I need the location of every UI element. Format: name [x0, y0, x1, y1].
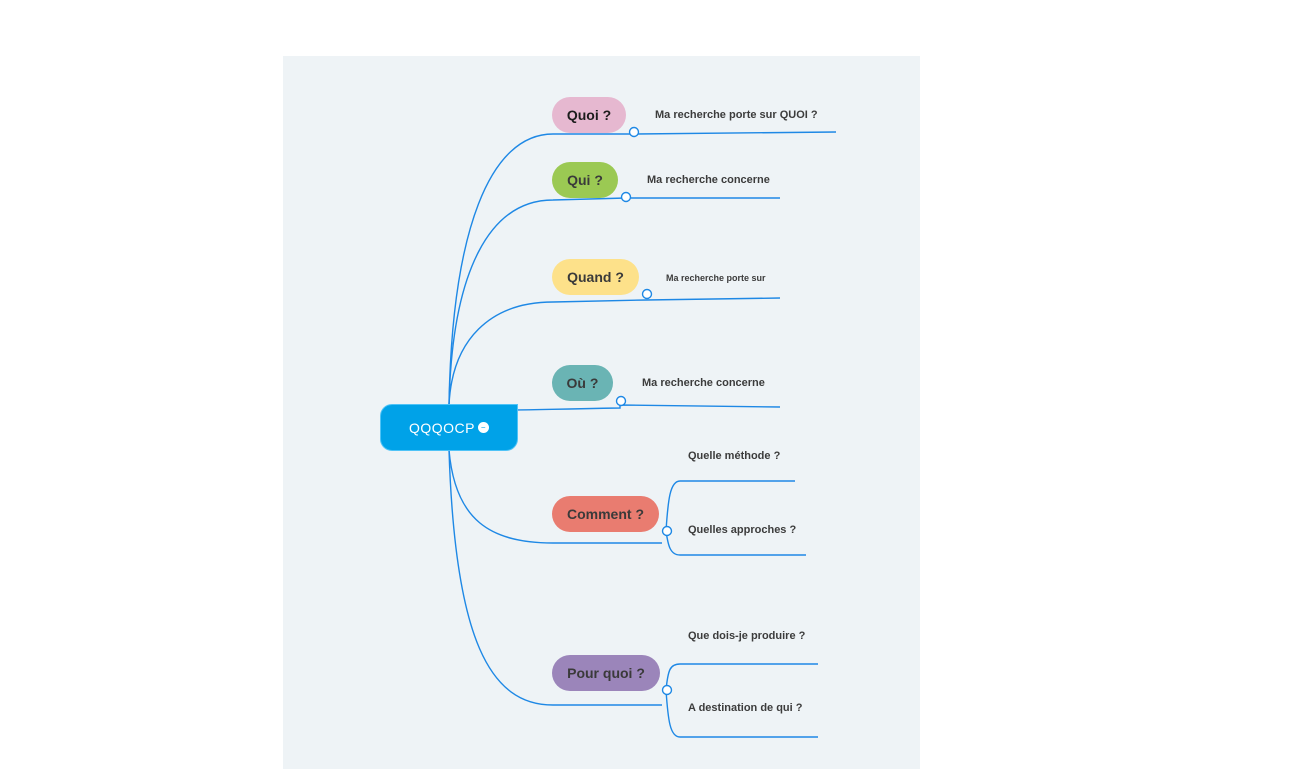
subtopic-pourquoi-1[interactable]: Que dois-je produire ? — [688, 630, 806, 642]
edge-comment-methode — [665, 480, 795, 532]
branch-quand[interactable]: Quand ? — [552, 259, 639, 295]
subtopic-comment-2[interactable]: Quelles approches ? — [688, 524, 797, 536]
subtopic-pourquoi-2[interactable]: A destination de qui ? — [688, 702, 803, 714]
branch-ou[interactable]: Où ? — [552, 365, 613, 401]
edge-pourquoi-destination — [665, 689, 818, 738]
edge-root-quoi — [448, 131, 837, 406]
collapse-handle-quoi — [628, 126, 640, 138]
collapse-handle-qui — [620, 191, 632, 203]
edge-root-pourquoi — [448, 449, 662, 706]
branch-ou-label: Où ? — [566, 375, 599, 391]
branch-quoi[interactable]: Quoi ? — [552, 97, 626, 133]
edge-root-qui — [448, 197, 780, 406]
branch-quoi-label: Quoi ? — [566, 107, 612, 123]
root-topic[interactable]: QQQOCP − — [380, 404, 518, 451]
edge-pourquoi-produire — [665, 663, 818, 691]
branch-pourquoi[interactable]: Pour quoi ? — [552, 655, 660, 691]
branch-pourquoi-label: Pour quoi ? — [567, 665, 645, 681]
collapse-toggle-icon[interactable]: − — [478, 422, 489, 433]
subtopic-quoi-1[interactable]: Ma recherche porte sur QUOI ? — [655, 109, 818, 121]
branch-qui[interactable]: Qui ? — [552, 162, 618, 198]
branch-qui-label: Qui ? — [567, 172, 603, 188]
subtopic-quand-1[interactable]: Ma recherche porte sur — [666, 273, 766, 283]
subtopic-qui-1[interactable]: Ma recherche concerne — [647, 174, 770, 186]
subtopic-ou-1[interactable]: Ma recherche concerne — [642, 377, 765, 389]
collapse-handle-pourquoi — [661, 684, 673, 696]
branch-quand-label: Quand ? — [567, 269, 624, 285]
edge-root-ou — [510, 404, 781, 411]
root-topic-label: QQQOCP — [408, 419, 475, 436]
collapse-handle-comment — [661, 525, 673, 537]
edge-root-comment — [448, 449, 662, 544]
edge-root-quand — [448, 297, 781, 406]
collapse-handle-ou — [615, 395, 627, 407]
branch-comment-label: Comment ? — [567, 506, 644, 522]
collapse-handle-quand — [641, 288, 653, 300]
branch-comment[interactable]: Comment ? — [552, 496, 659, 532]
subtopic-comment-1[interactable]: Quelle méthode ? — [688, 450, 781, 462]
